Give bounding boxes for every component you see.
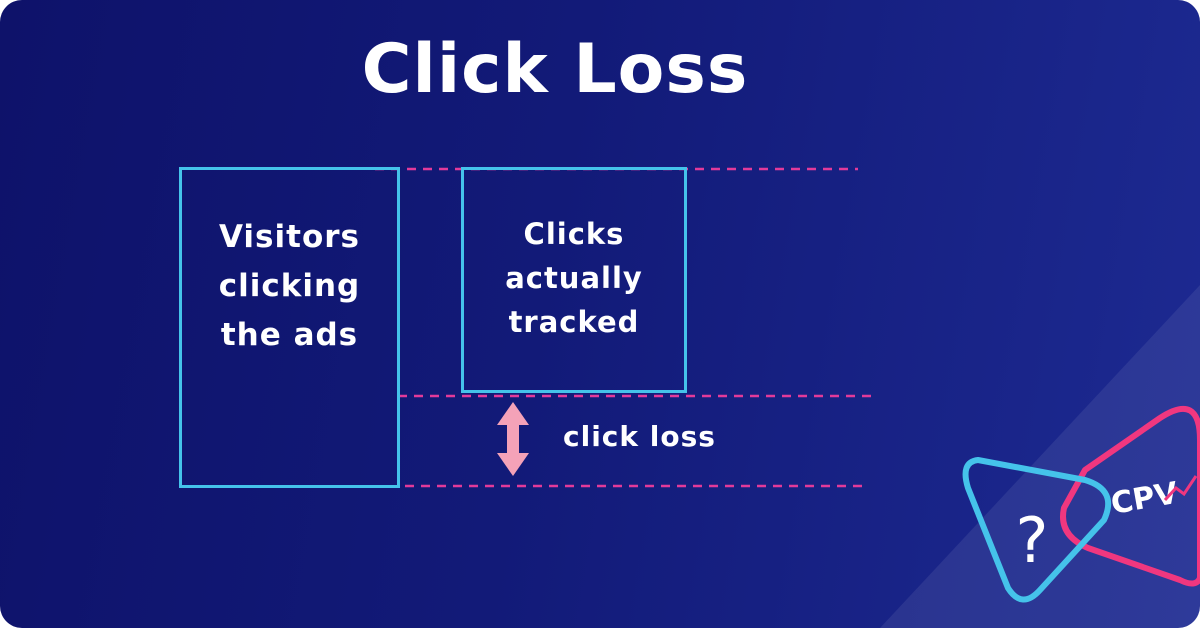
tracked-box bbox=[461, 167, 687, 393]
logo-blue-triangle-icon bbox=[962, 457, 1112, 603]
diagram-title: Click Loss bbox=[361, 30, 749, 109]
tracked-label: Clicks actually tracked bbox=[505, 217, 643, 339]
visitors-label: Visitors clicking the ads bbox=[218, 219, 361, 353]
logo-pink-triangle-icon bbox=[1060, 405, 1200, 587]
logo-light-wedge bbox=[880, 285, 1200, 628]
click-loss-label: click loss bbox=[563, 420, 716, 453]
double-arrow-icon bbox=[497, 402, 529, 476]
visitors-box bbox=[179, 167, 400, 488]
question-mark-icon: ? bbox=[1016, 504, 1049, 577]
logo-trend-arrow-icon bbox=[1163, 475, 1198, 502]
